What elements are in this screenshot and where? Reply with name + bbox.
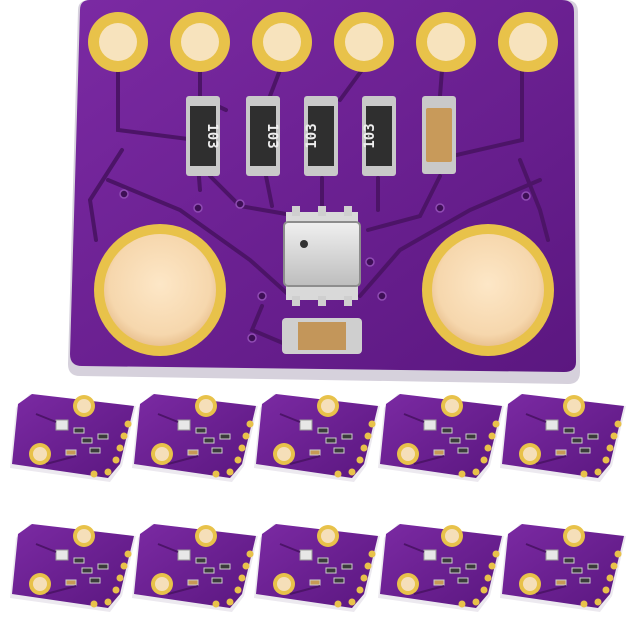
resistor-r3: 103 bbox=[304, 96, 338, 176]
header-pad bbox=[88, 12, 148, 72]
mini-board bbox=[253, 523, 381, 613]
mini-board bbox=[131, 393, 259, 483]
pressure-sensor bbox=[283, 206, 361, 306]
capacitor-c2 bbox=[282, 318, 362, 354]
capacitor-c1 bbox=[422, 96, 456, 174]
resistor-marking: 103 bbox=[264, 123, 280, 148]
thumbnail-grid bbox=[9, 393, 627, 613]
resistor-r1: 103 bbox=[186, 96, 220, 176]
header-pad bbox=[170, 12, 230, 72]
mini-board bbox=[253, 393, 381, 483]
vias bbox=[119, 189, 531, 343]
resistor-marking: 103 bbox=[362, 123, 378, 148]
mini-board bbox=[377, 393, 505, 483]
header-pad bbox=[334, 12, 394, 72]
mounting-hole-left bbox=[94, 224, 226, 356]
thumbnail-row-2 bbox=[9, 523, 627, 613]
mini-board bbox=[499, 523, 627, 613]
header-pad bbox=[498, 12, 558, 72]
mini-board bbox=[499, 393, 627, 483]
resistor-r2: 103 bbox=[246, 96, 280, 176]
header-pad bbox=[416, 12, 476, 72]
header-pads bbox=[88, 12, 558, 72]
mini-board bbox=[131, 523, 259, 613]
thumbnail-row-1 bbox=[9, 393, 627, 483]
mini-board bbox=[377, 523, 505, 613]
resistor-marking: 103 bbox=[304, 123, 320, 148]
mini-board bbox=[9, 523, 137, 613]
mounting-hole-right bbox=[422, 224, 554, 356]
resistor-marking: 103 bbox=[204, 123, 220, 148]
main-board: 103 103 103 103 bbox=[68, 0, 580, 384]
mini-board bbox=[9, 393, 137, 483]
header-pad bbox=[252, 12, 312, 72]
resistor-r4: 103 bbox=[362, 96, 396, 176]
